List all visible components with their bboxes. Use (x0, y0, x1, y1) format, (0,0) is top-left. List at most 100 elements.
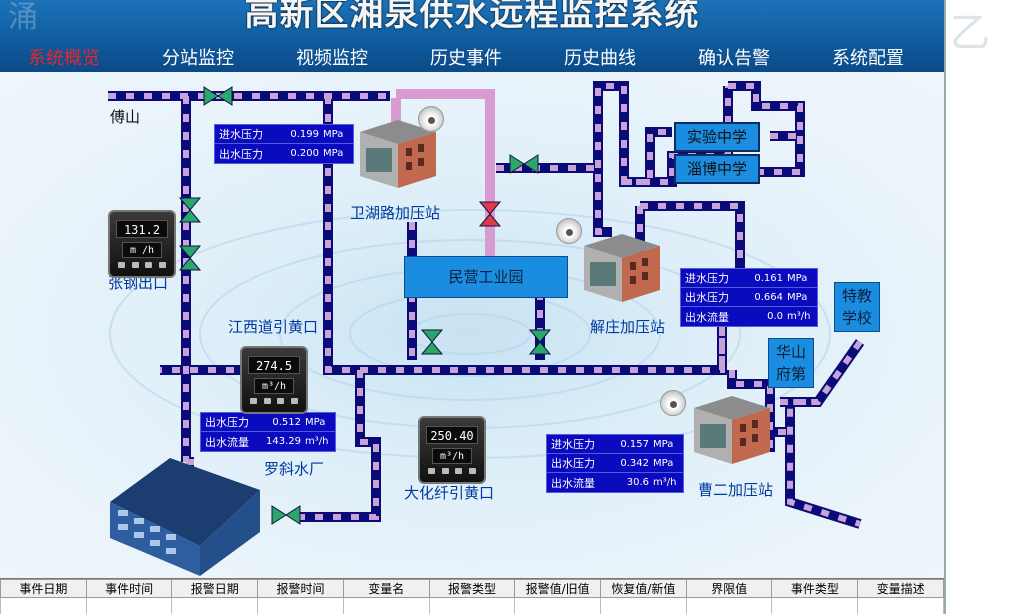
valve-weihu[interactable] (509, 154, 539, 174)
data-value: 0.157 (620, 438, 649, 450)
nav-confirm-alarms[interactable]: 确认告警 (698, 48, 770, 69)
side-panel-watermark: 乙 (944, 0, 1024, 614)
col-event-time[interactable]: 事件时间 (85, 579, 173, 598)
col-variable-desc[interactable]: 变量描述 (857, 579, 944, 598)
col-event-date[interactable]: 事件日期 (0, 579, 87, 598)
xiezhuang-camera-icon[interactable] (556, 218, 582, 244)
data-unit: m³/h (653, 477, 677, 488)
nav-bar: 系统概览 分站监控 视频监控 历史事件 历史曲线 确认告警 系统配置 (0, 40, 944, 72)
nav-history-curves[interactable]: 历史曲线 (564, 48, 636, 69)
data-key: 出水压力 (551, 457, 595, 470)
col-limit-value[interactable]: 界限值 (685, 579, 773, 598)
meter-keys (118, 262, 166, 270)
caoer-camera-icon[interactable] (660, 390, 686, 416)
dahuaxian-flow-meter[interactable]: 250.40 m³/h (418, 416, 486, 484)
nav-history-events[interactable]: 历史事件 (430, 48, 502, 69)
data-unit: m³/h (787, 311, 811, 322)
data-row: 出水压力 0.664 MPa (681, 288, 817, 307)
data-value: 143.29 (266, 436, 301, 447)
data-value: 0.512 (272, 416, 301, 428)
water-plant-building-icon (110, 458, 260, 576)
data-unit: MPa (787, 272, 808, 284)
table-header-row: 事件日期 事件时间 报警日期 报警时间 变量名 报警类型 报警值/旧值 恢复值/… (0, 579, 944, 598)
data-unit: MPa (305, 416, 326, 428)
data-value: 0.664 (754, 291, 783, 303)
data-value: 30.6 (626, 477, 649, 488)
tejiao-school[interactable]: 特教学校 (834, 282, 880, 332)
label-luoxie-plant: 罗斜水厂 (264, 460, 325, 478)
col-restore-new-value[interactable]: 恢复值/新值 (600, 579, 687, 598)
col-alarm-type[interactable]: 报警类型 (428, 579, 516, 598)
nav-video-monitor[interactable]: 视频监控 (296, 48, 368, 69)
data-row: 出水压力 0.512 MPa (201, 413, 335, 432)
nav-substation-monitor[interactable]: 分站监控 (162, 48, 234, 69)
data-key: 进水压力 (685, 272, 729, 285)
col-variable-name[interactable]: 变量名 (342, 579, 430, 598)
data-key: 出水流量 (551, 476, 595, 490)
data-row: 出水流量 30.6 m³/h (547, 473, 683, 492)
zibo-middle-school[interactable]: 淄博中学 (674, 154, 760, 184)
col-alarm-time[interactable]: 报警时间 (257, 579, 344, 598)
data-unit: MPa (787, 291, 808, 303)
data-key: 出水压力 (205, 416, 249, 429)
page-title: 高新区湘泉供水远程监控系统 (244, 0, 700, 34)
data-value: 0.0 (767, 311, 783, 322)
data-row: 出水压力 0.200 MPa (215, 144, 353, 163)
table-row[interactable] (0, 597, 944, 614)
zhanggang-flow-meter[interactable]: 131.2 m /h (108, 210, 176, 278)
label-fushan: 傅山 (110, 108, 141, 126)
data-row: 进水压力 0.161 MPa (681, 269, 817, 288)
nav-system-config[interactable]: 系统配置 (832, 48, 904, 69)
watermark-char-1: 乙 (950, 10, 990, 56)
meter-value: 131.2 (116, 220, 168, 238)
valve-minying-left[interactable] (420, 329, 444, 355)
data-key: 进水压力 (219, 128, 263, 141)
label-weihu-station: 卫湖路加压站 (350, 204, 441, 222)
valve-red[interactable] (478, 201, 502, 227)
data-unit: MPa (323, 128, 344, 140)
data-key: 进水压力 (551, 438, 595, 451)
shiyan-middle-school[interactable]: 实验中学 (674, 122, 760, 152)
data-key: 出水流量 (685, 310, 729, 324)
meter-unit: m /h (122, 242, 162, 258)
data-value: 0.200 (290, 148, 319, 159)
col-event-type[interactable]: 事件类型 (771, 579, 859, 598)
meter-value: 250.40 (426, 426, 478, 444)
data-unit: MPa (323, 148, 344, 159)
data-key: 出水压力 (219, 147, 263, 161)
valve-minying-right[interactable] (528, 329, 552, 355)
valve-zhanggang-2[interactable] (178, 245, 202, 271)
col-alarm-old-value[interactable]: 报警值/旧值 (514, 579, 602, 598)
xiezhuang-pump-station-icon[interactable] (582, 232, 662, 304)
caoer-pump-station-icon[interactable] (692, 394, 772, 466)
jiangxidao-flow-meter[interactable]: 274.5 m³/h (240, 346, 308, 414)
weihu-pump-station-icon[interactable] (358, 118, 438, 190)
nav-system-overview[interactable]: 系统概览 (28, 48, 100, 69)
valve-luoxie[interactable] (271, 505, 301, 525)
col-alarm-date[interactable]: 报警日期 (171, 579, 259, 598)
label-zhanggang-outlet: 张钢出口 (108, 274, 169, 292)
header-watermark-left: 涌 (8, 0, 38, 35)
alarm-event-table[interactable]: 事件日期 事件时间 报警日期 报警时间 变量名 报警类型 报警值/旧值 恢复值/… (0, 578, 944, 614)
data-value: 0.161 (754, 272, 783, 284)
data-unit: MPa (653, 457, 674, 469)
meter-keys (428, 468, 476, 476)
alarm-table-grid: 事件日期 事件时间 报警日期 报警时间 变量名 报警类型 报警值/旧值 恢复值/… (0, 579, 944, 614)
data-value: 0.199 (290, 128, 319, 140)
huashan-fudi[interactable]: 华山府第 (768, 338, 814, 388)
label-jiangxidao-inlet: 江西道引黄口 (228, 318, 319, 336)
weihu-camera-icon[interactable] (418, 106, 444, 132)
tejiao-school-label: 特教学校 (841, 287, 872, 327)
data-key: 出水流量 (205, 435, 249, 449)
data-key: 出水压力 (685, 291, 729, 304)
huashan-fudi-label: 华山府第 (775, 343, 806, 383)
valve-zhanggang-1[interactable] (178, 197, 202, 223)
minying-industrial-park[interactable]: 民营工业园 (404, 256, 568, 298)
valve-top-left[interactable] (203, 86, 233, 106)
